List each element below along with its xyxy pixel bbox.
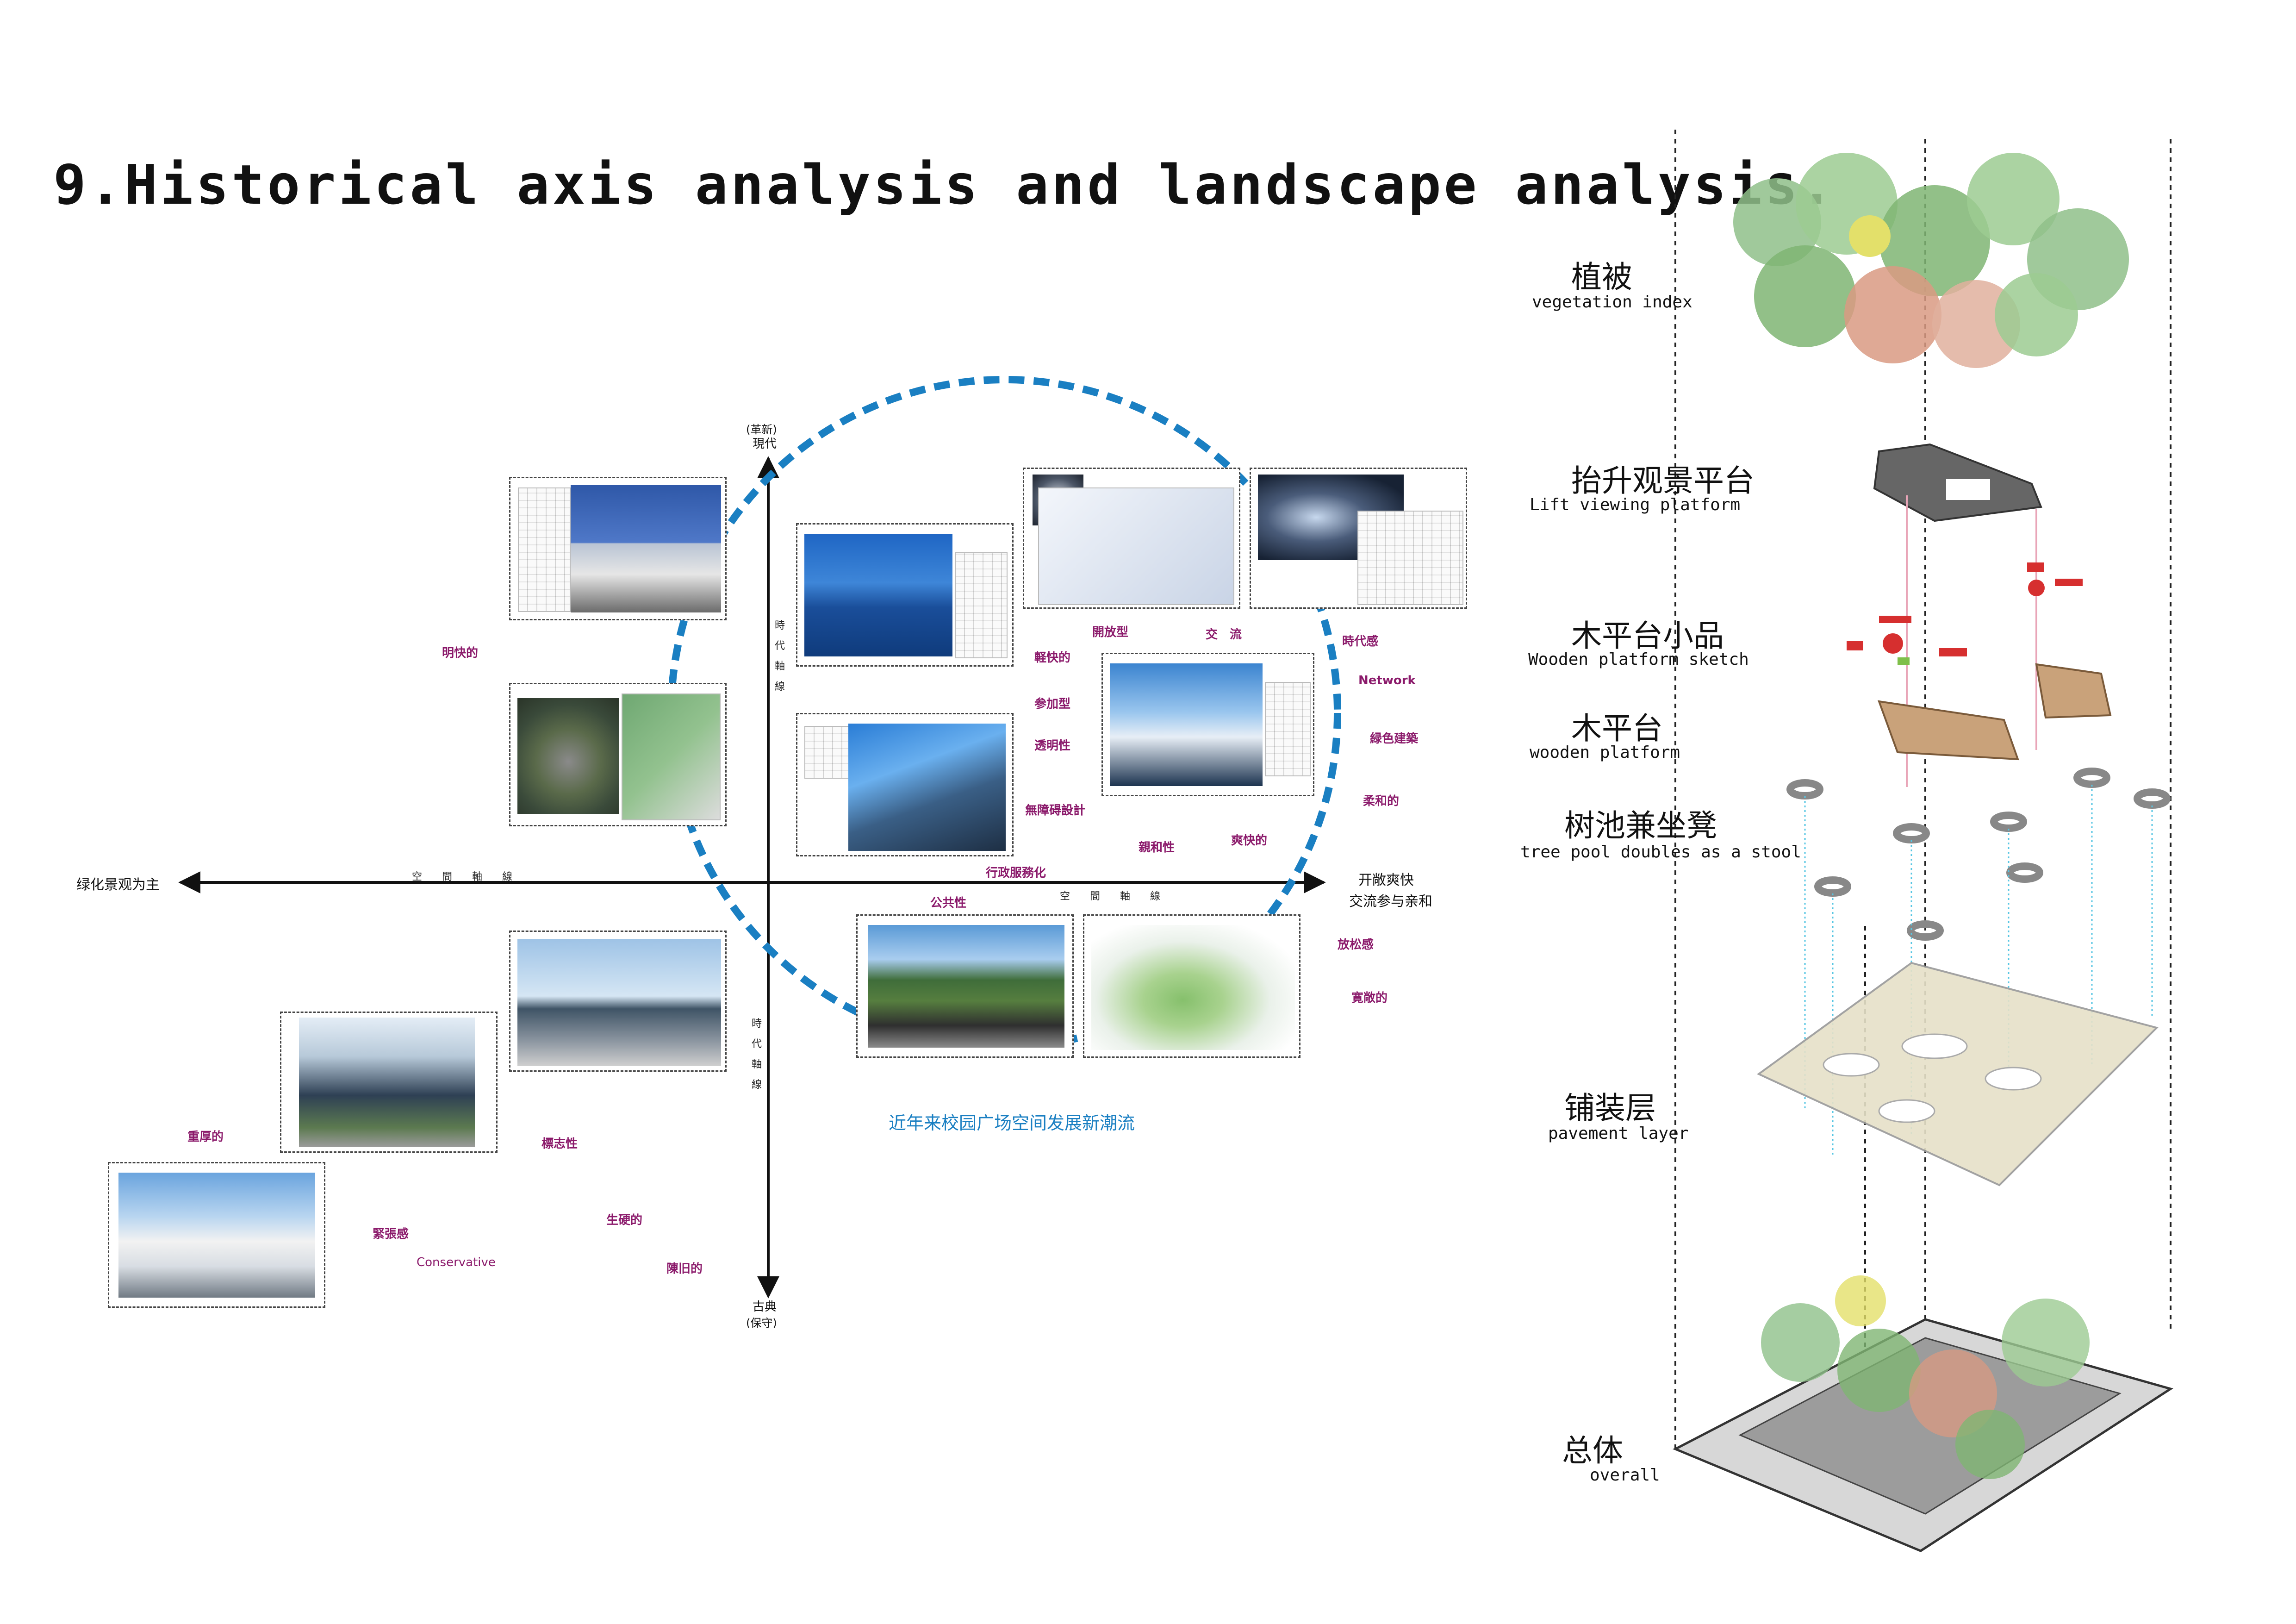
layer-label-en: wooden platform	[1530, 743, 1680, 762]
photo-card	[509, 683, 727, 826]
photo-card	[108, 1162, 325, 1308]
page-title: 9.Historical axis analysis and landscape…	[53, 153, 1836, 217]
photo-card	[1083, 914, 1300, 1058]
layer-label-zh: 树池兼坐凳	[1564, 808, 1717, 843]
photo-card	[1023, 468, 1240, 609]
layer-label-zh: 植被	[1571, 259, 1632, 295]
keyword: 重厚的	[187, 1130, 224, 1144]
keyword: 緑色建築	[1370, 732, 1419, 746]
keyword: 標志性	[541, 1137, 578, 1151]
photo-card	[1101, 653, 1314, 796]
trend-circle	[667, 376, 1341, 1050]
keyword: 参加型	[1034, 697, 1071, 711]
keyword: 寛敞的	[1351, 991, 1388, 1005]
time-axis-label-upper: 時代軸線	[774, 620, 785, 693]
wooden-platform-shape	[1877, 700, 2019, 761]
layer-label-zh: 木平台	[1571, 711, 1663, 746]
photo-card	[509, 931, 727, 1072]
keyword: 緊張感	[373, 1227, 409, 1241]
building-photo	[868, 925, 1064, 1048]
keyword: Network	[1358, 674, 1416, 687]
building-photo	[1110, 663, 1263, 786]
keyword: 透明性	[1034, 739, 1071, 753]
photo-card	[796, 523, 1014, 667]
keyword: 公共性	[930, 896, 967, 910]
photo-card	[856, 914, 1074, 1058]
layer-label-zh: 总体	[1562, 1433, 1623, 1468]
keyword: 生硬的	[606, 1213, 643, 1227]
building-photo	[804, 534, 952, 656]
trend-caption: 近年来校园广场空间发展新潮流	[889, 1113, 1135, 1133]
keyword: 交 流	[1206, 628, 1242, 642]
axis-bottom-sub: (保守)	[746, 1317, 777, 1330]
layer-label-zh: 抬升观景平台	[1571, 463, 1755, 499]
wooden-sketch-items	[1847, 562, 2083, 665]
axis-top-label: 現代	[753, 437, 777, 451]
building-photo	[1091, 925, 1295, 1050]
building-photo	[571, 485, 721, 612]
keyword: 無障碍設計	[1025, 804, 1086, 818]
photo-card	[280, 1012, 498, 1153]
photo-card	[796, 713, 1014, 856]
layer-label-zh: 木平台小品	[1571, 618, 1724, 654]
keyword: 開放型	[1092, 625, 1129, 639]
keyword: 陳旧的	[666, 1262, 703, 1276]
axis-right-label-2: 交流参与亲和	[1349, 893, 1432, 910]
axis-diagram	[178, 376, 1341, 1299]
keyword: Conservative	[417, 1255, 496, 1269]
layer-label-en: Lift viewing platform	[1530, 495, 1741, 514]
photo-card	[509, 477, 727, 620]
layer-label-en: Wooden platform sketch	[1528, 650, 1749, 669]
keyword: 放松感	[1338, 938, 1374, 952]
building-photo	[299, 1018, 475, 1147]
keyword: 行政服務化	[986, 866, 1046, 880]
axis-left-label: 绿化景观为主	[76, 877, 160, 893]
overall-tree-cluster-icon	[1761, 1275, 2090, 1479]
layer-label-en: tree pool doubles as a stool	[1520, 843, 1801, 862]
keyword: 親和性	[1139, 841, 1175, 855]
axis-bottom-label: 古典	[753, 1300, 777, 1314]
keyword: 爽快的	[1231, 834, 1268, 848]
axis-top-sub: (革新)	[746, 423, 777, 436]
pavement-layer-shape	[1757, 962, 2159, 1187]
building-photo	[517, 939, 721, 1066]
tree-cluster-icon	[1733, 153, 2129, 368]
keyword: 軽快的	[1034, 651, 1071, 665]
building-photo	[848, 724, 1006, 851]
layer-label-en: vegetation index	[1532, 293, 1692, 312]
time-axis-label-lower: 時代軸線	[751, 1018, 762, 1091]
axis-right-label-1: 开敞爽快	[1358, 872, 1414, 888]
building-photo	[118, 1173, 315, 1298]
layer-label-en: overall	[1590, 1466, 1660, 1485]
space-axis-label-right: 空 間 軸 線	[1060, 891, 1169, 902]
photo-card	[1250, 468, 1467, 609]
space-axis-label-left: 空 間 軸 線	[412, 871, 521, 883]
layer-label-zh: 铺装层	[1564, 1090, 1656, 1126]
keyword: 柔和的	[1363, 794, 1400, 808]
building-photo	[517, 698, 619, 814]
layer-label-en: pavement layer	[1548, 1124, 1689, 1143]
keyword: 明快的	[442, 646, 479, 660]
keyword: 時代感	[1342, 635, 1379, 649]
